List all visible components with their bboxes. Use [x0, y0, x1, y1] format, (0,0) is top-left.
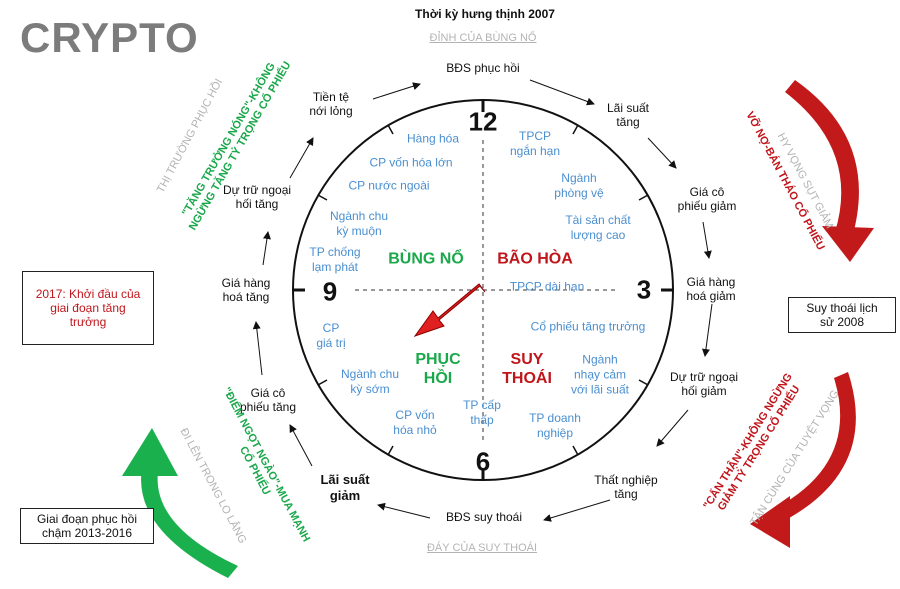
asset-early-cyclical: Ngành chu kỳ sớm — [340, 367, 400, 396]
quadrant-recession: SUY THOÁI — [502, 351, 552, 387]
asset-growth-stocks: Cổ phiếu tăng trưởng — [530, 319, 646, 334]
cycle-bds-recession: BĐS suy thoái — [445, 510, 523, 524]
quadrant-boom: BÙNG NỔ — [388, 250, 464, 268]
cycle-rate-down: Lãi suất giảm — [320, 472, 370, 503]
asset-defensive: Ngành phòng vệ — [554, 171, 604, 200]
clock-number-12: 12 — [468, 106, 498, 137]
clock-number-6: 6 — [475, 446, 491, 477]
quadrant-saturation: BÃO HÒA — [497, 250, 573, 268]
curved-arrow-bottom-left — [122, 428, 238, 578]
cycle-bds-recovery: BĐS phục hồi — [446, 61, 520, 75]
clock-number-9: 9 — [322, 276, 338, 307]
brand-logo: CRYPTO — [20, 14, 199, 61]
asset-quality-assets: Tài sản chất lượng cao — [565, 213, 631, 242]
box-recession-2008: Suy thoái lịch sử 2008 — [788, 297, 896, 333]
clock-number-3: 3 — [636, 274, 652, 305]
curved-arrow-top-right — [785, 80, 874, 262]
cycle-reserve-down: Dự trữ ngoại hối giảm — [669, 370, 739, 398]
top-title: Thời kỳ hưng thịnh 2007 — [415, 7, 555, 21]
asset-commodities: Hàng hóa — [406, 131, 460, 146]
cycle-unemployment-up: Thất nghiệp tăng — [594, 473, 658, 501]
asset-low-grade-bonds: TP cấp thấp — [463, 398, 501, 427]
clock-hand-arrow — [413, 283, 486, 337]
peak-label: ĐỈNH CỦA BÙNG NỔ — [429, 32, 537, 44]
asset-inflation-bonds: TP chống lạm phát — [309, 245, 361, 274]
asset-corp-bonds: TP doanh nghiệp — [529, 411, 581, 440]
quadrant-recovery: PHỤC HỒI — [415, 351, 461, 387]
cycle-stock-down: Giá cô phiếu giảm — [677, 185, 737, 213]
asset-foreign-stocks: CP nước ngoài — [348, 178, 430, 193]
box-slow-recovery: Giai đoạn phục hồi chậm 2013-2016 — [20, 508, 154, 544]
cycle-money-loose: Tiền tệ nới lỏng — [309, 90, 353, 118]
asset-large-cap: CP vốn hóa lớn — [369, 155, 453, 170]
asset-long-gov-bonds: TPCP dài hạn — [509, 279, 585, 294]
asset-value-stocks: CP giá trị — [316, 321, 346, 350]
trough-label: ĐÁY CỦA SUY THOÁI — [426, 542, 538, 554]
curved-arrow-bottom-right — [750, 372, 856, 548]
cycle-reserve-up: Dự trữ ngoại hối tăng — [222, 183, 292, 211]
cycle-goods-up: Giá hàng hoá tăng — [221, 276, 271, 304]
asset-short-gov-bonds: TPCP ngắn hạn — [509, 129, 561, 158]
asset-rate-sensitive: Ngành nhạy cảm với lãi suất — [571, 352, 629, 397]
box-start-2017: 2017: Khởi đầu của giai đoạn tăng trưởng — [22, 271, 154, 345]
cycle-stock-up: Giá cô phiếu tăng — [239, 386, 297, 414]
asset-late-cyclical: Ngành chu kỳ muộn — [329, 209, 389, 238]
asset-small-cap: CP vốn hóa nhỏ — [393, 408, 437, 437]
cycle-goods-down: Giá hàng hoá giảm — [686, 275, 736, 303]
cycle-rate-up: Lãi suất tăng — [606, 101, 650, 129]
